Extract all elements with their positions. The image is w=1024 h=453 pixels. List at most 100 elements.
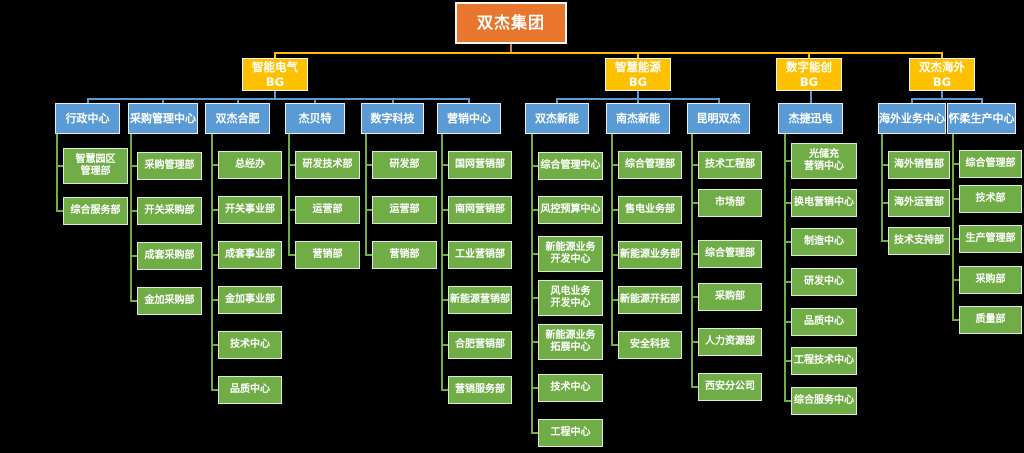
connector-line [391,98,394,103]
org-dept-node[interactable]: 金加采购部 [137,287,202,315]
connector-line [130,300,137,302]
org-company-node[interactable]: 杰捷迅电 [778,103,843,134]
org-dept-node[interactable]: 运营部 [295,196,360,224]
org-dept-node[interactable]: 总经办 [218,151,282,179]
org-dept-node[interactable]: 研发中心 [791,268,857,296]
connector-line [881,240,888,242]
org-dept-node[interactable]: 合肥营销部 [448,331,512,359]
org-dept-node[interactable]: 技术支持部 [888,227,950,255]
org-dept-node[interactable]: 综合管理中心 [538,152,603,180]
org-dept-node[interactable]: 西安分公司 [698,373,762,401]
org-dept-node[interactable]: 营销部 [372,241,437,269]
connector-line [784,360,791,362]
org-company-node[interactable]: 怀柔生产中心 [947,103,1016,134]
connector-line [881,134,883,242]
org-dept-node[interactable]: 新能源业务部 [618,241,682,269]
connector-line [211,209,218,211]
org-dept-node[interactable]: 采购管理部 [137,152,202,180]
org-company-node[interactable]: 双杰新能 [525,103,589,134]
org-dept-node[interactable]: 换电营销中心 [791,189,857,217]
org-dept-node[interactable]: 新能源业务 拓展中心 [538,324,603,360]
connector-line [717,98,720,103]
org-dept-node[interactable]: 营销部 [295,241,360,269]
connector-line [288,254,295,256]
org-company-node[interactable]: 数字科技 [361,103,424,134]
org-company-node[interactable]: 海外业务中心 [878,103,946,134]
org-dept-node[interactable]: 人力资源部 [698,328,762,356]
org-dept-node[interactable]: 金加事业部 [218,286,282,314]
org-dept-node[interactable]: 工程中心 [538,419,603,447]
org-dept-node[interactable]: 营销服务部 [448,376,512,404]
org-company-node[interactable]: 营销中心 [437,103,501,134]
org-dept-node[interactable]: 新能源营销部 [448,286,512,314]
connector-line [531,253,538,255]
connector-line [314,98,316,103]
org-dept-node[interactable]: 技术工程部 [698,151,762,179]
org-company-node[interactable]: 行政中心 [55,103,120,134]
connector-line [637,98,639,103]
org-dept-node[interactable]: 售电业务部 [618,196,682,224]
org-bg-node[interactable]: 智能电气BG [242,58,308,91]
connector-line [130,134,132,302]
org-company-node[interactable]: 昆明双杰 [687,103,750,134]
connector-line [941,91,943,98]
org-dept-node[interactable]: 品质中心 [791,308,857,336]
org-dept-node[interactable]: 工程技术中心 [791,347,857,375]
org-company-node[interactable]: 采购管理中心 [128,103,198,134]
org-dept-node[interactable]: 技术中心 [538,374,603,402]
org-company-node[interactable]: 双杰合肥 [205,103,270,134]
org-bg-node[interactable]: 智慧能源BG [605,58,671,91]
org-bg-node[interactable]: 数字能创BG [776,58,842,91]
org-dept-node[interactable]: 新能源业务 开发中心 [538,236,603,272]
connector-line [441,389,448,391]
org-dept-node[interactable]: 生产管理部 [959,225,1022,253]
org-dept-node[interactable]: 成套事业部 [218,241,282,269]
connector-line [56,210,63,212]
org-dept-node[interactable]: 开关事业部 [218,196,282,224]
org-dept-node[interactable]: 国网营销部 [448,151,512,179]
org-dept-node[interactable]: 风控预算中心 [538,196,603,224]
connector-line [510,44,512,52]
org-dept-node[interactable]: 海外销售部 [888,151,950,179]
connector-line [531,209,538,211]
org-dept-node[interactable]: 新能源开拓部 [618,286,682,314]
connector-line [784,321,791,323]
org-bg-node[interactable]: 双杰海外BG [909,58,975,91]
org-dept-node[interactable]: 智慧园区 管理部 [63,148,128,184]
org-dept-node[interactable]: 研发技术部 [295,151,360,179]
org-dept-node[interactable]: 制造中心 [791,228,857,256]
org-dept-node[interactable]: 南网营销部 [448,196,512,224]
org-dept-node[interactable]: 研发部 [372,151,437,179]
org-dept-node[interactable]: 开关采购部 [137,197,202,225]
org-dept-node[interactable]: 综合服务部 [63,197,128,225]
connector-line [784,400,791,402]
org-dept-node[interactable]: 成套采购部 [137,242,202,270]
org-dept-node[interactable]: 光储充 营销中心 [791,143,857,179]
org-dept-node[interactable]: 品质中心 [218,376,282,404]
org-dept-node[interactable]: 综合管理部 [618,151,682,179]
org-root-node[interactable]: 双杰集团 [455,2,567,44]
org-company-node[interactable]: 南杰新能 [606,103,670,134]
connector-line [441,209,448,211]
org-dept-node[interactable]: 综合管理部 [959,150,1022,178]
org-dept-node[interactable]: 技术部 [959,185,1022,213]
connector-line [211,344,218,346]
org-company-node[interactable]: 杰贝特 [285,103,345,134]
connector-line [365,254,372,256]
org-dept-node[interactable]: 工业营销部 [448,241,512,269]
connector-line [130,255,137,257]
org-dept-node[interactable]: 技术中心 [218,331,282,359]
connector-line [162,98,164,103]
org-dept-node[interactable]: 风电业务 开发中心 [538,280,603,316]
org-dept-node[interactable]: 市场部 [698,189,762,217]
org-dept-node[interactable]: 采购部 [959,266,1022,294]
connector-line [911,98,913,103]
org-dept-node[interactable]: 运营部 [372,196,437,224]
connector-line [881,164,888,166]
org-dept-node[interactable]: 质量部 [959,306,1022,334]
org-dept-node[interactable]: 海外运营部 [888,189,950,217]
org-dept-node[interactable]: 综合服务中心 [791,387,857,415]
org-dept-node[interactable]: 综合管理部 [698,240,762,268]
org-dept-node[interactable]: 采购部 [698,283,762,311]
org-dept-node[interactable]: 安全科技 [618,331,682,359]
